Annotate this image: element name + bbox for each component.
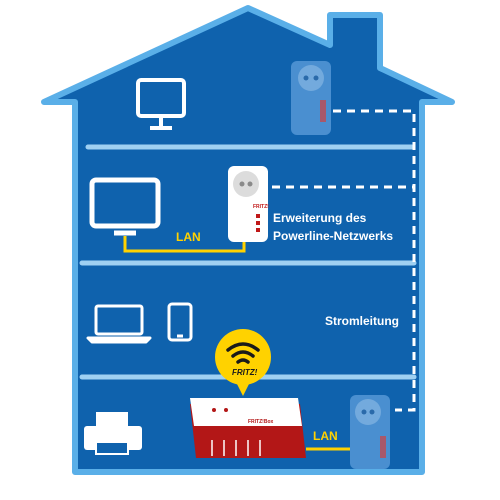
- laptop-icon: [86, 304, 152, 344]
- power-line: [272, 109, 416, 412]
- svg-text:FRITZ!Box: FRITZ!Box: [248, 419, 273, 425]
- powerline-extension-label: Erweiterung des Powerline-Netzwerks: [273, 211, 393, 243]
- power-line-label: Stromleitung: [325, 314, 399, 328]
- wifi-badge: FRITZ!: [215, 329, 271, 396]
- tablet-icon: [167, 302, 193, 342]
- svg-text:FRITZ!: FRITZ!: [253, 204, 269, 210]
- tv-icon: [89, 177, 161, 236]
- lan-label-bottom: LAN: [313, 429, 338, 443]
- powerline-adapter-main-icon: FRITZ!: [228, 166, 269, 242]
- lan-cable-top: [123, 236, 246, 253]
- wifi-icon: [226, 342, 260, 364]
- fritz-badge-label: FRITZ!: [232, 368, 258, 377]
- router-icon: FRITZ!Box: [190, 398, 306, 458]
- powerline-adapter-icon: [291, 61, 331, 135]
- lan-label-top: LAN: [176, 230, 201, 244]
- monitor-icon: [136, 78, 186, 130]
- powerline-adapter-bottom-icon: [350, 395, 390, 469]
- printer-icon: [84, 412, 142, 455]
